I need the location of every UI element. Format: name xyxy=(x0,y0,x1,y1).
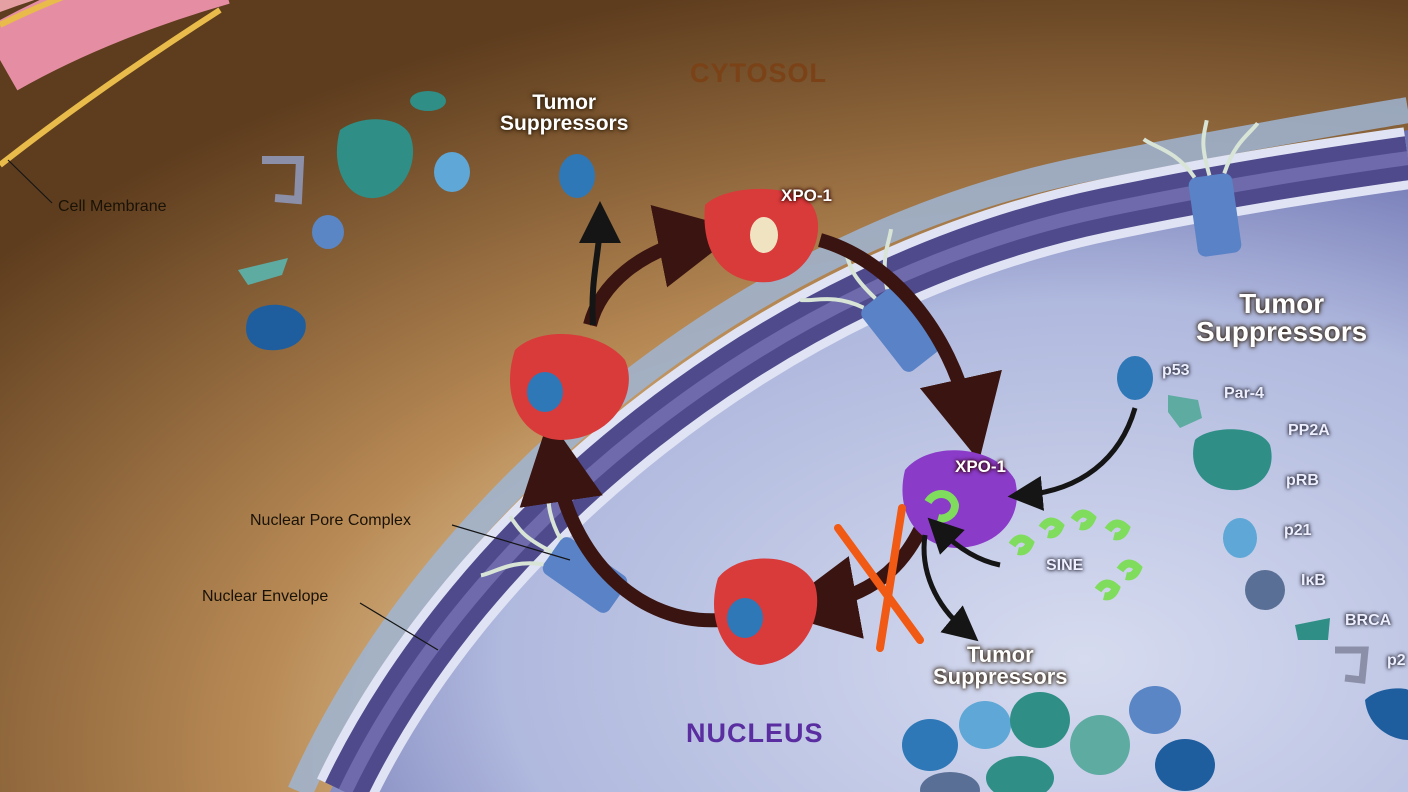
protein-label-brca: BRCA xyxy=(1345,612,1392,629)
callout-leader-lines xyxy=(7,159,571,651)
xpo1-complexes xyxy=(510,188,1017,665)
cytosol-tumor-suppressor-blob xyxy=(559,154,595,198)
nuclear-envelope xyxy=(288,97,1408,792)
protein-label-par4: Par-4 xyxy=(1224,385,1265,402)
sine-inhibitors xyxy=(1008,509,1143,601)
protein-label-p53: p53 xyxy=(1162,362,1190,379)
blocked-export-arrow xyxy=(921,534,979,642)
protein-label-ikb: IκB xyxy=(1301,572,1326,589)
protein-label-p21: p21 xyxy=(1284,522,1312,539)
cytosol-tumor-suppressors-label: Tumor Suppressors xyxy=(500,92,628,134)
cytosol-label: CYTOSOL xyxy=(690,58,828,88)
nuclear-proteins xyxy=(1117,356,1408,740)
cytosol-tumor-suppressors-line2: Suppressors xyxy=(500,112,629,135)
cell-membrane xyxy=(0,0,230,168)
cytosol-proteins xyxy=(238,91,595,351)
xpo1-cytosol-label: XPO-1 xyxy=(781,186,833,205)
exported-tumor-suppressors-label: Tumor Suppressors xyxy=(933,644,1068,688)
nucleus-label: NUCLEUS xyxy=(686,718,824,748)
xpo1-nucleus-label: XPO-1 xyxy=(955,457,1007,476)
sine-binding-arrow xyxy=(927,517,1001,568)
nucleus-tumor-suppressors-line1: Tumor xyxy=(1239,288,1325,319)
export-cycle-arrows xyxy=(519,201,1002,639)
protein-label-pp2a: PP2A xyxy=(1288,422,1330,439)
binding-arrow xyxy=(1007,407,1138,511)
cell-membrane-label: Cell Membrane xyxy=(58,198,167,215)
nucleus-region xyxy=(330,130,1408,792)
protein-label-p2: p2 xyxy=(1387,652,1406,669)
exported-tumor-suppressors-line2: Suppressors xyxy=(933,664,1068,689)
nuclear-pore-complex-label: Nuclear Pore Complex xyxy=(250,512,411,529)
protein-label-prb: pRB xyxy=(1286,472,1319,489)
sine-label: SINE xyxy=(1046,557,1084,574)
bottom-protein-cluster xyxy=(902,686,1215,792)
exported-tumor-suppressors-line1: Tumor xyxy=(966,642,1034,667)
cytosol-tumor-suppressors-line1: Tumor xyxy=(532,91,597,114)
nucleus-tumor-suppressors-label: Tumor Suppressors xyxy=(1196,290,1367,346)
export-blocked-x xyxy=(834,504,924,652)
nuclear-envelope-label: Nuclear Envelope xyxy=(202,588,329,605)
nucleus-tumor-suppressors-line2: Suppressors xyxy=(1196,316,1368,347)
